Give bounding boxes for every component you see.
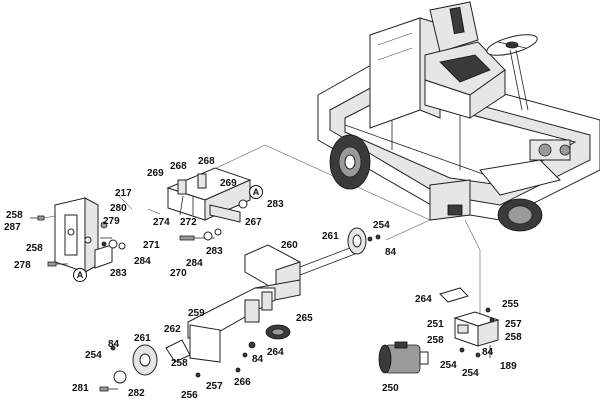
part-label: 84 <box>108 339 120 350</box>
part-label: 268 <box>170 161 187 172</box>
seat <box>424 1 506 119</box>
part-label: 258 <box>26 243 43 254</box>
part-label: 259 <box>188 308 205 319</box>
part-label: 260 <box>281 240 298 251</box>
part-label: 255 <box>502 299 519 310</box>
part-label: 258 <box>171 358 188 369</box>
part-label: 254 <box>373 220 390 231</box>
part-label: 258 <box>505 332 522 343</box>
part-label: 281 <box>72 383 89 394</box>
part-label: 287 <box>4 222 21 233</box>
part-label: 258 <box>6 210 23 221</box>
part-label: 84 <box>252 354 264 365</box>
part-label: 283 <box>267 199 284 210</box>
part-label: 269 <box>147 168 164 179</box>
steering-wheel <box>486 34 538 111</box>
part-label: 189 <box>500 361 517 372</box>
part-label: 257 <box>505 319 522 330</box>
part-label: 254 <box>440 360 457 371</box>
callout-a-left: A <box>73 268 87 282</box>
part-label: 284 <box>134 256 151 267</box>
axle-assembly <box>244 227 381 291</box>
part-label: 270 <box>170 268 187 279</box>
part-label: 217 <box>115 188 132 199</box>
part-label: 274 <box>153 217 170 228</box>
part-label: 280 <box>110 203 127 214</box>
part-label: 284 <box>186 258 203 269</box>
part-label: 278 <box>14 260 31 271</box>
rear-wheel <box>497 198 543 232</box>
part-label: 265 <box>296 313 313 324</box>
part-label: 250 <box>382 383 399 394</box>
pivot-bracket-assembly <box>166 167 252 241</box>
part-label: 267 <box>245 217 262 228</box>
motor <box>378 341 429 374</box>
mounting-bracket-assembly <box>30 197 126 273</box>
part-label: 258 <box>427 335 444 346</box>
part-label: 251 <box>427 319 444 330</box>
lever-mechanism <box>99 279 301 392</box>
callout-a-right: A <box>249 185 263 199</box>
part-label: 257 <box>206 381 223 392</box>
part-label: 264 <box>267 347 284 358</box>
part-label: 261 <box>134 333 151 344</box>
part-label: 282 <box>128 388 145 399</box>
part-label: 268 <box>198 156 215 167</box>
plate-assembly <box>439 287 500 358</box>
part-label: 271 <box>143 240 160 251</box>
part-label: 254 <box>85 350 102 361</box>
part-label: 254 <box>462 368 479 379</box>
part-label: 283 <box>206 246 223 257</box>
part-label: 261 <box>322 231 339 242</box>
part-label: 84 <box>385 247 397 258</box>
part-label: 272 <box>180 217 197 228</box>
part-label: 264 <box>415 294 432 305</box>
vehicle-assembly <box>317 1 600 232</box>
part-label: 279 <box>103 216 120 227</box>
part-label: 266 <box>234 377 251 388</box>
part-label: 269 <box>220 178 237 189</box>
part-label: 84 <box>482 347 494 358</box>
front-wheel <box>329 134 371 190</box>
part-label: 283 <box>110 268 127 279</box>
part-label: 262 <box>164 324 181 335</box>
part-label: 256 <box>181 390 198 401</box>
